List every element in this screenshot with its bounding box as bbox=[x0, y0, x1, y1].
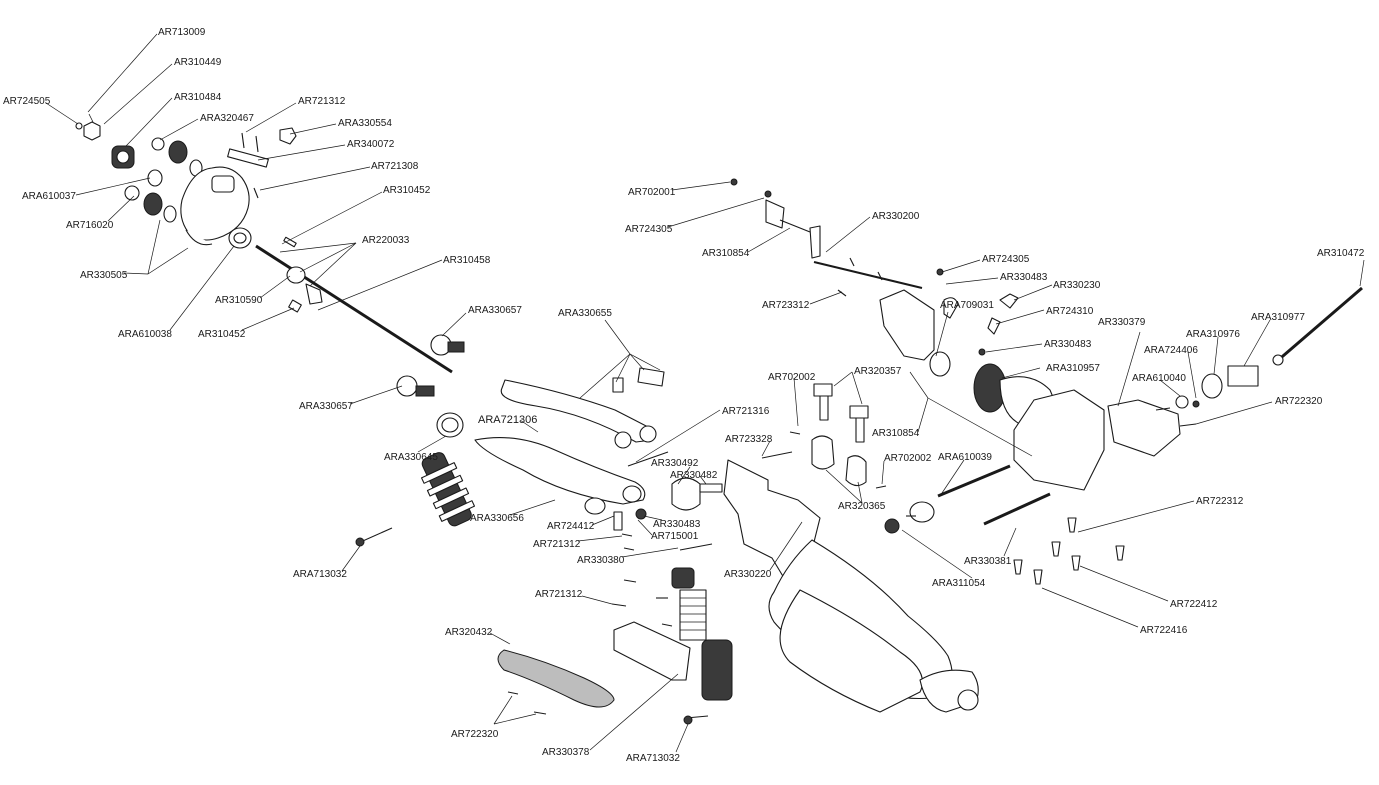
label-ara310957: ARA310957 bbox=[1046, 363, 1100, 374]
label-ara610038: ARA610038 bbox=[118, 329, 172, 340]
label-ar721312-b: AR721312 bbox=[533, 539, 581, 550]
label-ar721316: AR721316 bbox=[722, 406, 770, 417]
label-ara610037: ARA610037 bbox=[22, 191, 76, 202]
label-ara709031: ARA709031 bbox=[940, 300, 994, 311]
label-ara721306: ARA721306 bbox=[478, 414, 537, 426]
label-ar724305: AR724305 bbox=[625, 224, 673, 235]
label-ar723312: AR723312 bbox=[762, 300, 810, 311]
label-ar723328: AR723328 bbox=[725, 434, 773, 445]
label-ara310977: ARA310977 bbox=[1251, 312, 1305, 323]
label-ara310976: ARA310976 bbox=[1186, 329, 1240, 340]
label-ar220033: AR220033 bbox=[362, 235, 410, 246]
label-ar702002: AR702002 bbox=[768, 372, 816, 383]
label-ar702001: AR702001 bbox=[628, 187, 676, 198]
label-ara330655: ARA330655 bbox=[558, 308, 612, 319]
label-ar715001: AR715001 bbox=[651, 531, 699, 542]
parts-drawing bbox=[75, 113, 1363, 725]
label-ar320432: AR320432 bbox=[445, 627, 493, 638]
label-ara610040: ARA610040 bbox=[1132, 373, 1186, 384]
label-ar310452: AR310452 bbox=[383, 185, 431, 196]
label-ar724505: AR724505 bbox=[3, 96, 51, 107]
label-ara330657: ARA330657 bbox=[468, 305, 522, 316]
label-ara320467: ARA320467 bbox=[200, 113, 254, 124]
label-ar310458: AR310458 bbox=[443, 255, 491, 266]
label-ar330380: AR330380 bbox=[577, 555, 625, 566]
label-ar310484: AR310484 bbox=[174, 92, 222, 103]
leader-lines bbox=[45, 33, 1365, 753]
label-ar310449: AR310449 bbox=[174, 57, 222, 68]
label-ar724412: AR724412 bbox=[547, 521, 595, 532]
label-ar340072: AR340072 bbox=[347, 139, 395, 150]
label-ar722412: AR722412 bbox=[1170, 599, 1218, 610]
label-ara330657-b: ARA330657 bbox=[299, 401, 353, 412]
label-ar310854-b: AR310854 bbox=[872, 428, 920, 439]
label-ar330200: AR330200 bbox=[872, 211, 920, 222]
part-labels: AR713009 AR310449 AR724505 AR310484 AR72… bbox=[3, 27, 1365, 764]
label-ar721312: AR721312 bbox=[298, 96, 346, 107]
label-ar310452-b: AR310452 bbox=[198, 329, 246, 340]
label-ara330645: ARA330645 bbox=[384, 452, 438, 463]
label-ar330220: AR330220 bbox=[724, 569, 772, 580]
label-ar330483-b: AR330483 bbox=[1000, 272, 1048, 283]
label-ar722416: AR722416 bbox=[1140, 625, 1188, 636]
label-ara610039: ARA610039 bbox=[938, 452, 992, 463]
label-ara311054: ARA311054 bbox=[932, 578, 986, 589]
label-ar330483-c: AR330483 bbox=[1044, 339, 1092, 350]
label-ar330378: AR330378 bbox=[542, 747, 590, 758]
label-ara713032: ARA713032 bbox=[293, 569, 347, 580]
label-ar310854: AR310854 bbox=[702, 248, 750, 259]
label-ar724305-b: AR724305 bbox=[982, 254, 1030, 265]
label-ar330505: AR330505 bbox=[80, 270, 128, 281]
label-ara713032-b: ARA713032 bbox=[626, 753, 680, 764]
label-ar320357: AR320357 bbox=[854, 366, 902, 377]
label-ar320365: AR320365 bbox=[838, 501, 886, 512]
label-ar721312-c: AR721312 bbox=[535, 589, 583, 600]
label-ar722312: AR722312 bbox=[1196, 496, 1244, 507]
label-ar310590: AR310590 bbox=[215, 295, 263, 306]
label-ar721308: AR721308 bbox=[371, 161, 419, 172]
label-ara724406: ARA724406 bbox=[1144, 345, 1198, 356]
label-ara330656: ARA330656 bbox=[470, 513, 524, 524]
label-ar330482: AR330482 bbox=[670, 470, 718, 481]
label-ar330379: AR330379 bbox=[1098, 317, 1146, 328]
label-ar722320: AR722320 bbox=[451, 729, 499, 740]
label-ar722320-b: AR722320 bbox=[1275, 396, 1323, 407]
label-ar716020: AR716020 bbox=[66, 220, 114, 231]
label-ar310472: AR310472 bbox=[1317, 248, 1365, 259]
label-ar330492: AR330492 bbox=[651, 458, 699, 469]
label-ar330230: AR330230 bbox=[1053, 280, 1101, 291]
label-ar702002-b: AR702002 bbox=[884, 453, 932, 464]
label-ar724310: AR724310 bbox=[1046, 306, 1094, 317]
label-ar330483: AR330483 bbox=[653, 519, 701, 530]
label-ar330381: AR330381 bbox=[964, 556, 1012, 567]
label-ara330554: ARA330554 bbox=[338, 118, 392, 129]
label-ar713009: AR713009 bbox=[158, 27, 206, 38]
